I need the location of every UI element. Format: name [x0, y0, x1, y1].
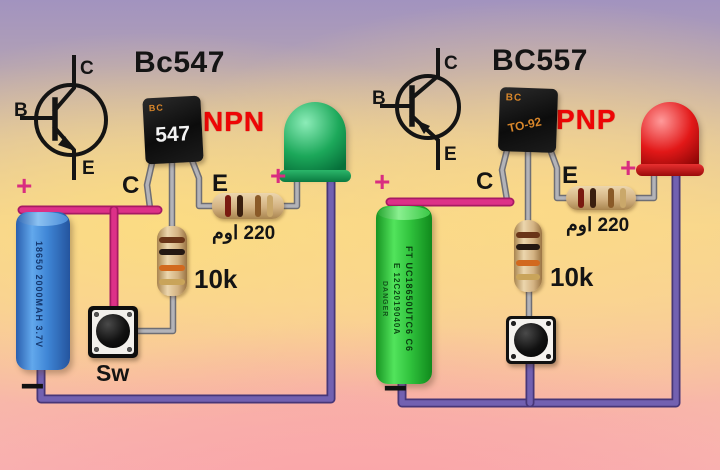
positive-wire-left [17, 205, 163, 320]
left-switch-label: Sw [96, 360, 130, 386]
right-red-led-flange [636, 164, 704, 176]
left-220-label: 220 اوم [212, 223, 276, 244]
right-battery-text-line3: DANGER [381, 280, 388, 318]
screw-icon [127, 347, 132, 352]
right-battery-text-line1: FT UC18650UTC6 C6 [404, 245, 414, 353]
resistor-band [578, 188, 584, 208]
switch-button [514, 323, 548, 357]
right-battery-minus: − [383, 364, 408, 411]
screw-icon [511, 321, 516, 326]
left-battery-text: 18650 2000MAH 3.7V [34, 241, 44, 349]
right-battery-plus: + [374, 166, 391, 197]
battery-cap [18, 212, 68, 226]
right-10k-label: 10k [550, 262, 594, 292]
right-led-plus: + [620, 152, 637, 183]
right-collector-pin-label: C [476, 168, 494, 195]
left-10k-resistor [157, 226, 187, 296]
resistor-band [255, 195, 261, 217]
resistor-band [267, 195, 273, 217]
battery-cap [378, 206, 430, 220]
resistor-band [225, 195, 231, 217]
npn-symbol [20, 55, 108, 180]
left-green-led [284, 102, 346, 176]
right-push-switch [506, 316, 556, 364]
screw-icon [94, 312, 99, 317]
left-10k-label: 10k [194, 264, 238, 294]
resistor-band [159, 279, 185, 285]
left-emitter-pin-label: E [212, 170, 229, 197]
screw-icon [546, 321, 551, 326]
resistor-band [590, 188, 596, 208]
left-push-switch [88, 306, 138, 358]
left-transistor-package: BC 547 [142, 95, 204, 165]
left-symbol-base-label: B [14, 100, 28, 121]
right-transistor-package: BC TO-92 [497, 87, 559, 153]
switch-lead-left [132, 289, 177, 335]
right-symbol-collector-label: C [444, 53, 458, 74]
left-green-led-flange [279, 170, 351, 182]
led-lead-left [278, 172, 301, 210]
resistor-band [516, 274, 540, 280]
resistor-band [516, 232, 540, 238]
right-220-resistor [566, 186, 636, 210]
left-package-marking: 547 [154, 122, 191, 147]
switch-button [96, 314, 130, 348]
left-package-brand: BC [148, 102, 165, 114]
screw-icon [127, 312, 132, 317]
right-220-label: 220 اوم [566, 215, 630, 236]
right-emitter-pin-label: E [562, 162, 579, 189]
switch-face [509, 319, 553, 361]
right-battery: FT UC18650UTC6 C6 E 12C2019040A DANGER [376, 206, 432, 384]
right-10k-resistor [514, 220, 542, 292]
resistor-band [159, 237, 185, 243]
left-type-label: NPN [203, 106, 266, 137]
screw-icon [546, 354, 551, 359]
negative-wire-left [36, 171, 336, 404]
right-package-brand: BC [505, 92, 523, 104]
screw-icon [511, 354, 516, 359]
switch-face [92, 310, 134, 354]
left-battery: 18650 2000MAH 3.7V [16, 212, 70, 370]
left-220-resistor [212, 193, 284, 219]
resistor-band [159, 265, 185, 271]
right-title: BC557 [492, 44, 588, 77]
right-symbol-emitter-label: E [444, 144, 457, 165]
led-lead-right [630, 166, 658, 202]
resistor-band [516, 244, 540, 250]
resistor-band [237, 195, 243, 217]
resistor-band [608, 188, 614, 208]
resistor-band [516, 260, 540, 266]
right-battery-text-line2: E 12C2019040A [392, 262, 401, 336]
left-symbol-collector-label: C [80, 58, 94, 79]
left-collector-pin-label: C [122, 172, 140, 199]
right-red-led [641, 102, 699, 170]
screw-icon [94, 347, 99, 352]
resistor-band [620, 188, 626, 208]
left-title: Bc547 [134, 46, 225, 79]
right-package-marking: TO-92 [506, 114, 543, 136]
pnp-symbol [380, 48, 461, 170]
resistor-band [159, 249, 185, 255]
left-battery-plus: + [16, 170, 33, 201]
right-type-label: PNP [556, 104, 617, 135]
left-battery-minus: − [20, 362, 45, 409]
right-symbol-base-label: B [372, 88, 386, 109]
left-led-plus: + [270, 160, 287, 191]
left-symbol-emitter-label: E [82, 158, 95, 179]
